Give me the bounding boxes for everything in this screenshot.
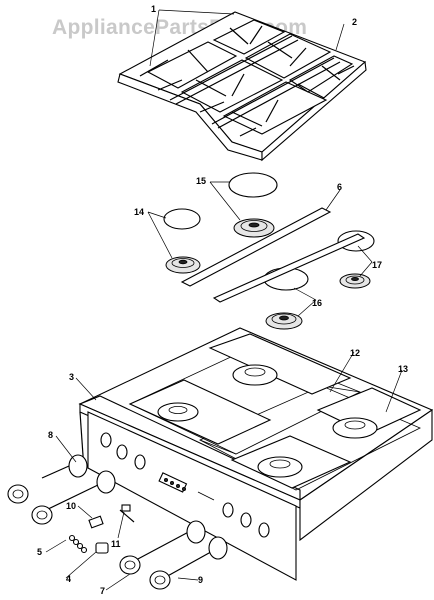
callout-3: 3: [69, 372, 74, 382]
leader-lines: [45, 9, 403, 591]
callout-6: 6: [337, 182, 342, 192]
control-knobs: [7, 454, 228, 590]
callout-12: 12: [350, 348, 360, 358]
callout-8: 8: [48, 430, 53, 440]
burner-caps-and-heads: [163, 172, 375, 330]
callout-2: 2: [352, 17, 357, 27]
callout-4: 4: [66, 574, 71, 584]
trim-rails: [180, 207, 366, 303]
callout-13: 13: [398, 364, 408, 374]
callout-1: 1: [151, 4, 156, 14]
burner-grates: [117, 11, 367, 162]
cooktop-body: [78, 327, 434, 581]
callout-10: 10: [66, 501, 76, 511]
callout-15: 15: [196, 176, 206, 186]
callout-7: 7: [100, 586, 105, 596]
callout-labels: 1 2 3 4 5 6 7 8 9 10 11 12 13 14 15 16 1…: [37, 4, 408, 596]
callout-17: 17: [372, 260, 382, 270]
callout-9: 9: [198, 575, 203, 585]
callout-16: 16: [312, 298, 322, 308]
callout-14: 14: [134, 207, 144, 217]
callout-11: 11: [111, 539, 121, 549]
callout-5: 5: [37, 547, 42, 557]
